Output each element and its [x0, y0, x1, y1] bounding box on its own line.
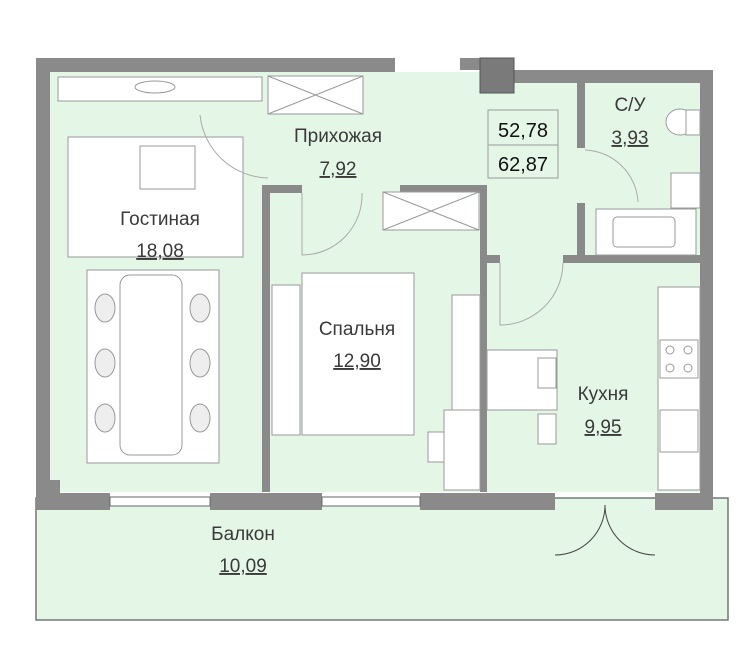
room-name-balcony: Балкон	[211, 524, 275, 545]
room-area-hallway: 7,92	[320, 159, 357, 180]
windows	[109, 496, 421, 507]
room-name-bathroom: С/У	[614, 95, 646, 116]
room-area-kitchen: 9,95	[585, 417, 622, 438]
room-area-living: 18,08	[136, 241, 184, 262]
balcony-floor	[35, 497, 729, 621]
room-area-bathroom: 3,93	[612, 128, 649, 149]
room-name-hallway: Прихожая	[294, 126, 382, 147]
door-swings	[199, 114, 656, 556]
room-area-balcony: 10,09	[219, 556, 267, 577]
living-area-value: 52,78	[498, 120, 548, 142]
total-area-value: 62,87	[498, 154, 548, 176]
furniture	[57, 75, 701, 491]
walls	[36, 57, 713, 510]
room-name-kitchen: Кухня	[578, 384, 629, 405]
area-totals-box: 52,78 62,87	[487, 109, 559, 179]
room-name-living: Гостиная	[120, 209, 200, 230]
room-area-bedroom: 12,90	[333, 351, 381, 372]
room-name-bedroom: Спальня	[319, 319, 395, 340]
